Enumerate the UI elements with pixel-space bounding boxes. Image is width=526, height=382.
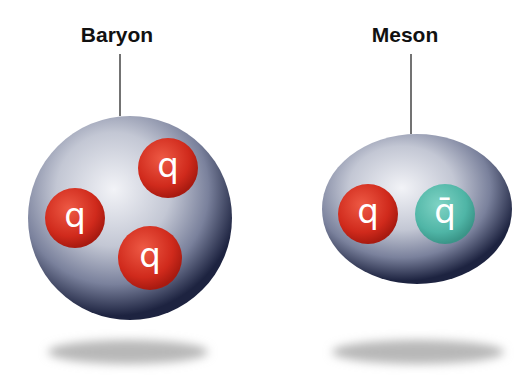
- text-holder: q: [118, 226, 182, 290]
- shape-fill: [45, 188, 105, 248]
- quark-ball: q: [45, 188, 105, 248]
- leader-line: [119, 54, 121, 116]
- shape-fill: [138, 138, 198, 198]
- antiquark-ball: q̄: [415, 184, 475, 244]
- meson-ellipsoid: Mesonqq̄: [322, 134, 512, 284]
- quark-symbol: q: [139, 238, 161, 278]
- shape-fill: [28, 116, 232, 320]
- text-holder: q: [138, 138, 198, 198]
- text-holder: q: [45, 188, 105, 248]
- particle-name: Baryon: [81, 23, 153, 46]
- quark-ball: q: [118, 226, 182, 290]
- heading-holder: Baryon: [81, 22, 153, 47]
- quark-ball: q: [138, 138, 198, 198]
- quark-symbol: q: [357, 194, 379, 234]
- shape-fill: [118, 226, 182, 290]
- ground-shadow: [48, 340, 208, 364]
- quark-symbol: q̄: [434, 194, 456, 234]
- baryon-sphere: Baryonqqq: [28, 116, 232, 320]
- shape-fill: [415, 184, 475, 244]
- shape-fill: [322, 134, 512, 284]
- particle-name: Meson: [372, 23, 439, 46]
- quark-ball: q: [338, 184, 398, 244]
- leader-line: [410, 54, 412, 134]
- heading-holder: Meson: [372, 22, 439, 47]
- quark-symbol: q: [64, 198, 86, 238]
- text-holder: q̄: [415, 184, 475, 244]
- text-holder: q: [338, 184, 398, 244]
- quark-symbol: q: [157, 148, 179, 188]
- ground-shadow: [332, 340, 504, 364]
- shape-fill: [338, 184, 398, 244]
